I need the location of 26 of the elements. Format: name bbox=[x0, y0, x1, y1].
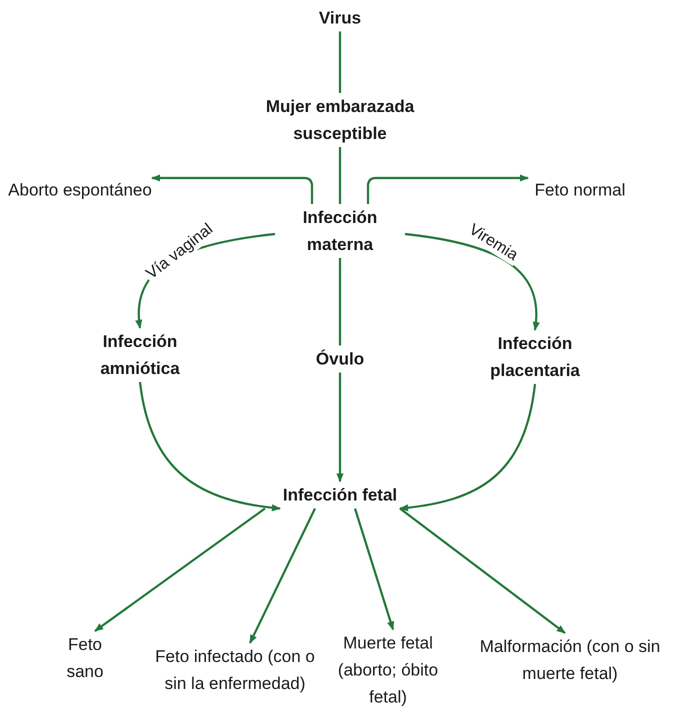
node-label: Feto normal bbox=[534, 180, 626, 202]
node-label: Malformación (con o sin muerte fetal) bbox=[478, 636, 662, 685]
arrow bbox=[399, 508, 566, 634]
connector-line bbox=[338, 147, 342, 204]
connector-line bbox=[338, 32, 342, 93]
arrow bbox=[404, 232, 540, 331]
arrow bbox=[151, 174, 314, 204]
node-label: Infección materna bbox=[302, 207, 378, 256]
arrow bbox=[354, 508, 394, 630]
node-label: Aborto espontáneo bbox=[8, 180, 152, 202]
arrow bbox=[399, 384, 536, 512]
node-label: Virus bbox=[318, 8, 362, 30]
arrow bbox=[336, 372, 344, 482]
connector-line bbox=[338, 258, 342, 346]
node-label: Infección amniótica bbox=[99, 331, 181, 380]
arrow bbox=[94, 508, 266, 632]
arrow bbox=[366, 174, 529, 204]
node-label: Mujer embarazada susceptible bbox=[264, 96, 416, 145]
node-label: Feto sano bbox=[66, 634, 104, 683]
node-label: Infección placentaria bbox=[489, 333, 581, 382]
arrow bbox=[249, 508, 316, 644]
node-label: Infección fetal bbox=[282, 484, 398, 506]
arrow bbox=[138, 382, 281, 512]
node-label: Óvulo bbox=[314, 348, 366, 370]
node-label: Muerte fetal (aborto; óbito fetal) bbox=[336, 632, 440, 708]
node-label: Feto infectado (con o sin la enfermedad) bbox=[155, 646, 315, 695]
